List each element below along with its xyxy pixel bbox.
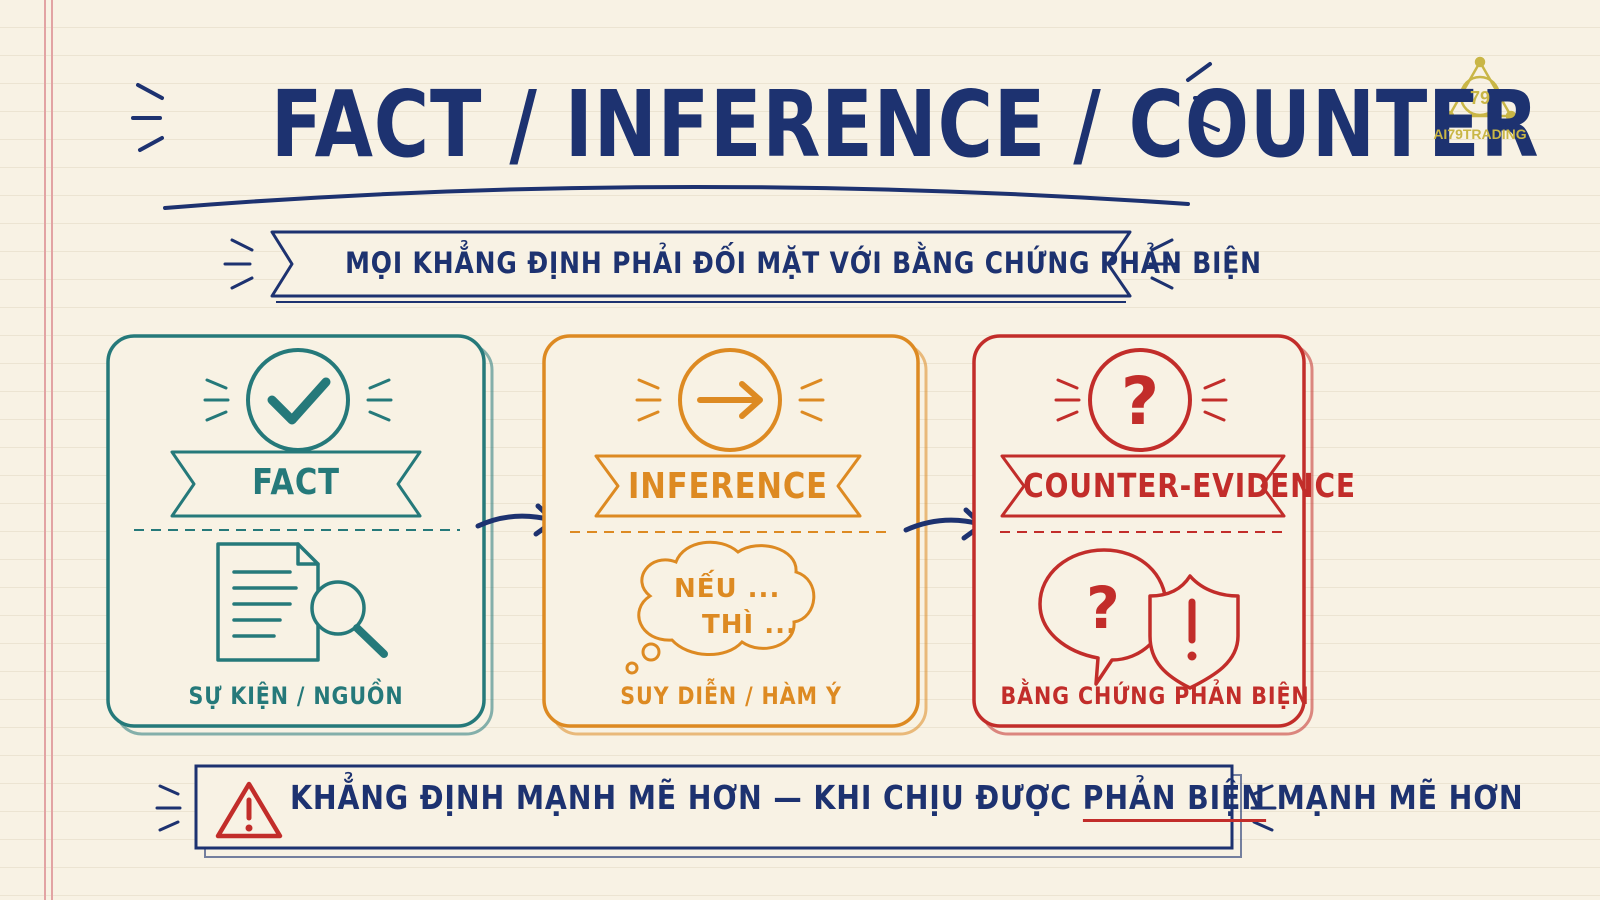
fact-label-ribbon <box>170 450 422 518</box>
question-icon: ? <box>1088 348 1192 452</box>
inference-sparkle <box>635 378 825 422</box>
inference-label: INFERENCE <box>628 466 828 507</box>
brand-seal-text: 79 <box>1469 88 1491 108</box>
arrow-right-icon <box>678 348 782 452</box>
thought-line-if: NẾU ... <box>674 574 781 604</box>
takeaway-text: KHẲNG ĐỊNH MẠNH MẼ HƠN — KHI CHỊU ĐƯỢC P… <box>290 775 1523 822</box>
title-sparkle-right <box>1186 62 1224 132</box>
speech-bubble-shield-icon: ? <box>1038 548 1240 690</box>
title-sparkle-left <box>131 83 164 152</box>
brand-seal-icon <box>1443 56 1517 122</box>
subtitle-ribbon <box>270 230 1132 298</box>
takeaway-sparkle-left <box>155 784 182 832</box>
checkmark-icon <box>246 348 350 452</box>
takeaway-box <box>194 764 1234 850</box>
counter-sparkle <box>1054 378 1228 422</box>
thought-bubble-icon <box>625 540 816 675</box>
takeaway-emphasis: PHẢN BIỆN <box>1082 778 1266 822</box>
brand-logo: 79 AI79TRADING <box>1420 60 1540 142</box>
subtitle-sparkle-right <box>1148 238 1178 290</box>
page-title: FACT / INFERENCE / COUNTER <box>270 71 1540 178</box>
counter-label-ribbon <box>1000 454 1286 518</box>
warning-icon <box>215 781 283 839</box>
counter-label: COUNTER-EVIDENCE <box>1023 466 1356 505</box>
fact-sparkle <box>203 378 393 422</box>
fact-caption: SỰ KIỆN / NGUỒN <box>188 682 404 710</box>
document-search-icon <box>216 542 388 662</box>
counter-caption: BẰNG CHỨNG PHẢN BIỆN <box>1000 682 1310 710</box>
svg-text:?: ? <box>1121 363 1159 440</box>
notebook-margin-line <box>44 0 46 900</box>
thought-line-then: THÌ ... <box>702 610 797 640</box>
svg-text:?: ? <box>1086 574 1120 642</box>
inference-label-ribbon <box>594 454 862 518</box>
takeaway-prefix: KHẲNG ĐỊNH MẠNH MẼ HƠN — KHI CHỊU ĐƯỢC <box>290 778 1072 817</box>
subtitle: MỌI KHẲNG ĐỊNH PHẢI ĐỐI MẶT VỚI BẰNG CHỨ… <box>345 246 1262 280</box>
inference-caption: SUY DIỄN / HÀM Ý <box>620 682 842 710</box>
title-underline <box>163 184 1190 210</box>
notebook-margin-line <box>51 0 53 900</box>
brand-name: AI79TRADING <box>1433 126 1527 142</box>
subtitle-sparkle-left <box>223 238 254 290</box>
takeaway-suffix: MẠNH MẼ HƠN <box>1276 778 1524 817</box>
takeaway-sparkle-right <box>1250 784 1277 832</box>
fact-label: FACT <box>252 462 340 503</box>
